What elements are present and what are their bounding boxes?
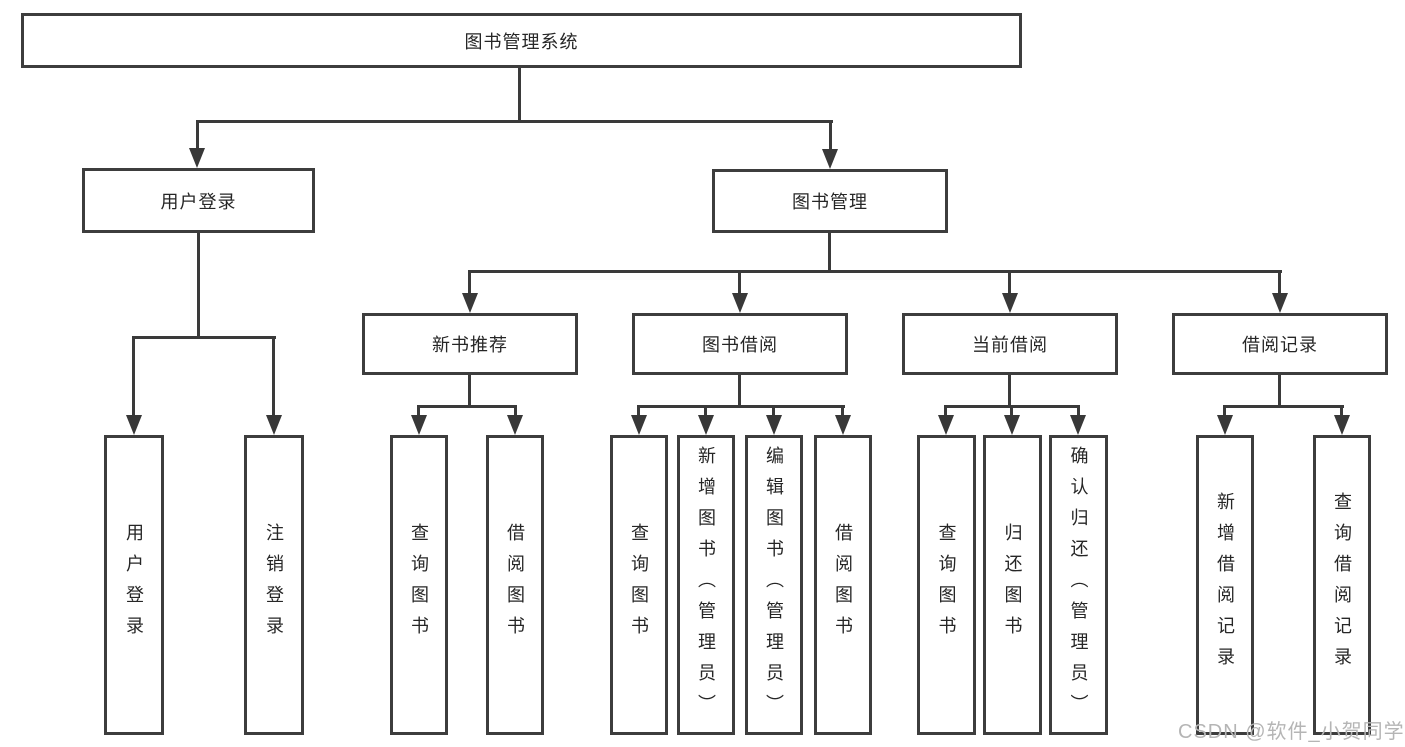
leaf-confirm-return-admin: 确认归还（管理员） bbox=[1049, 435, 1108, 735]
connector-line bbox=[132, 336, 276, 339]
connector-line bbox=[417, 405, 420, 419]
connector-line bbox=[518, 68, 521, 122]
connector-line bbox=[1278, 270, 1281, 297]
connector-line bbox=[772, 405, 775, 419]
leaf-borrow-books-1-label: 借阅图书 bbox=[505, 523, 525, 647]
arrow-down-icon bbox=[766, 415, 782, 435]
leaf-add-borrow-record-label: 新增借阅记录 bbox=[1215, 492, 1235, 678]
node-user-login: 用户登录 bbox=[82, 168, 315, 233]
node-current-borrowing-label: 当前借阅 bbox=[972, 335, 1048, 355]
connector-line bbox=[468, 375, 471, 408]
node-root-label: 图书管理系统 bbox=[464, 31, 579, 52]
leaf-logout-label: 注销登录 bbox=[264, 523, 284, 647]
connector-line bbox=[704, 405, 707, 419]
connector-line bbox=[196, 120, 833, 123]
arrow-down-icon bbox=[1002, 293, 1018, 313]
arrow-down-icon bbox=[835, 415, 851, 435]
arrow-down-icon bbox=[189, 148, 205, 168]
connector-line bbox=[417, 405, 517, 408]
node-borrowing-records-label: 借阅记录 bbox=[1242, 335, 1318, 355]
arrow-down-icon bbox=[1334, 415, 1350, 435]
leaf-borrow-books-2: 借阅图书 bbox=[814, 435, 872, 735]
node-book-management: 图书管理 bbox=[712, 169, 948, 233]
arrow-down-icon bbox=[507, 415, 523, 435]
arrow-down-icon bbox=[462, 293, 478, 313]
connector-line bbox=[197, 233, 200, 339]
connector-line bbox=[1278, 375, 1281, 408]
arrow-down-icon bbox=[411, 415, 427, 435]
connector-line bbox=[828, 233, 831, 273]
connector-line bbox=[1223, 405, 1344, 408]
node-user-login-label: 用户登录 bbox=[160, 191, 237, 212]
leaf-query-borrow-record: 查询借阅记录 bbox=[1313, 435, 1371, 735]
leaf-return-books: 归还图书 bbox=[983, 435, 1042, 735]
leaf-borrow-books-2-label: 借阅图书 bbox=[833, 523, 853, 647]
connector-line bbox=[514, 405, 517, 419]
arrow-down-icon bbox=[822, 149, 838, 169]
arrow-down-icon bbox=[698, 415, 714, 435]
connector-line bbox=[841, 405, 844, 419]
arrow-down-icon bbox=[631, 415, 647, 435]
leaf-borrow-books-1: 借阅图书 bbox=[486, 435, 544, 735]
leaf-user-login-label: 用户登录 bbox=[124, 523, 144, 647]
connector-line bbox=[637, 405, 845, 408]
connector-line bbox=[272, 336, 275, 418]
connector-line bbox=[944, 405, 947, 419]
node-new-book-recommendation: 新书推荐 bbox=[362, 313, 578, 375]
connector-line bbox=[1008, 270, 1011, 297]
connector-line bbox=[468, 270, 471, 297]
leaf-edit-book-admin-label: 编辑图书（管理员） bbox=[764, 445, 784, 725]
connector-line bbox=[738, 375, 741, 408]
arrow-down-icon bbox=[126, 415, 142, 435]
connector-line bbox=[1223, 405, 1226, 419]
leaf-query-books-2-label: 查询图书 bbox=[629, 523, 649, 647]
csdn-watermark: CSDN @软件_小贺同学 bbox=[1178, 721, 1405, 743]
arrow-down-icon bbox=[266, 415, 282, 435]
leaf-add-book-admin: 新增图书（管理员） bbox=[677, 435, 735, 735]
node-book-borrowing: 图书借阅 bbox=[632, 313, 848, 375]
arrow-down-icon bbox=[1004, 415, 1020, 435]
arrow-down-icon bbox=[732, 293, 748, 313]
leaf-return-books-label: 归还图书 bbox=[1002, 523, 1023, 647]
leaf-edit-book-admin: 编辑图书（管理员） bbox=[745, 435, 803, 735]
node-book-management-label: 图书管理 bbox=[792, 192, 868, 212]
leaf-confirm-return-admin-label: 确认归还（管理员） bbox=[1068, 445, 1089, 725]
leaf-query-books-1: 查询图书 bbox=[390, 435, 448, 735]
connector-line bbox=[1077, 405, 1080, 419]
leaf-query-books-2: 查询图书 bbox=[610, 435, 668, 735]
arrow-down-icon bbox=[1217, 415, 1233, 435]
leaf-user-login: 用户登录 bbox=[104, 435, 164, 735]
leaf-query-books-3: 查询图书 bbox=[917, 435, 976, 735]
node-book-borrowing-label: 图书借阅 bbox=[702, 335, 778, 355]
connector-line bbox=[637, 405, 640, 419]
connector-line bbox=[1008, 375, 1011, 408]
arrow-down-icon bbox=[1272, 293, 1288, 313]
node-new-book-recommendation-label: 新书推荐 bbox=[432, 335, 508, 355]
leaf-add-borrow-record: 新增借阅记录 bbox=[1196, 435, 1254, 735]
connector-line bbox=[829, 120, 832, 153]
connector-line bbox=[132, 336, 135, 418]
connector-line bbox=[1340, 405, 1343, 419]
arrow-down-icon bbox=[938, 415, 954, 435]
leaf-query-books-1-label: 查询图书 bbox=[409, 523, 429, 647]
leaf-query-books-3-label: 查询图书 bbox=[936, 523, 957, 647]
node-current-borrowing: 当前借阅 bbox=[902, 313, 1118, 375]
leaf-query-borrow-record-label: 查询借阅记录 bbox=[1332, 492, 1352, 678]
connector-line bbox=[1010, 405, 1013, 419]
node-root: 图书管理系统 bbox=[21, 13, 1022, 68]
node-borrowing-records: 借阅记录 bbox=[1172, 313, 1388, 375]
connector-line bbox=[738, 270, 741, 297]
leaf-add-book-admin-label: 新增图书（管理员） bbox=[696, 445, 716, 725]
connector-line bbox=[196, 120, 199, 152]
leaf-logout: 注销登录 bbox=[244, 435, 304, 735]
connector-line bbox=[468, 270, 1282, 273]
arrow-down-icon bbox=[1070, 415, 1086, 435]
